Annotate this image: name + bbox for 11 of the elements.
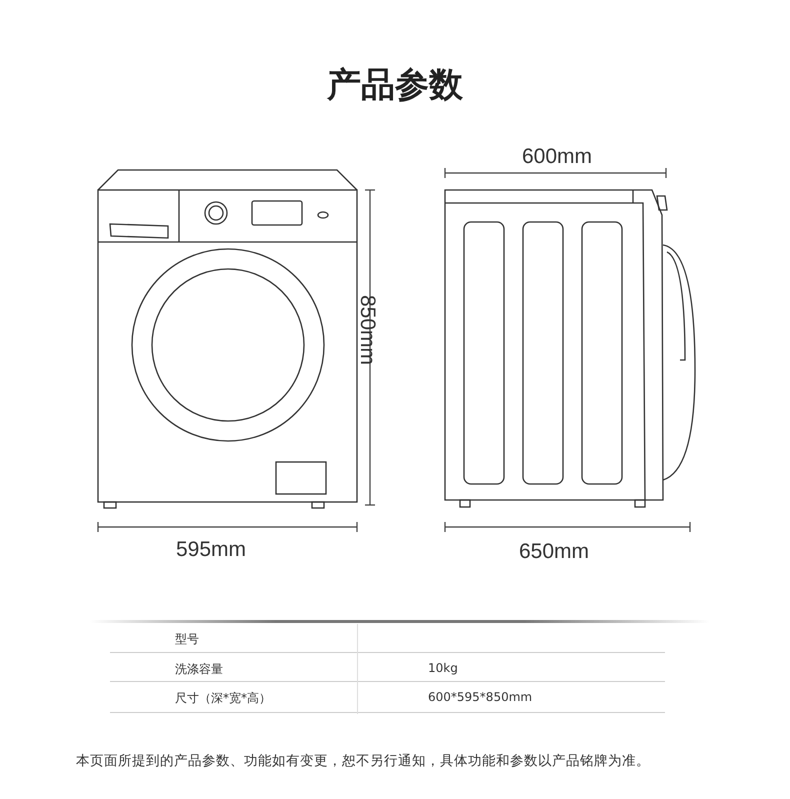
spec-name: 洗涤容量	[175, 661, 223, 678]
dimension-label: 600mm	[522, 145, 592, 169]
spec-value: 10kg	[428, 661, 458, 675]
page-title: 产品参数	[327, 64, 463, 107]
spec-value: 600*595*850mm	[428, 690, 532, 704]
dimension-label: 595mm	[176, 538, 246, 562]
dimension-label: 650mm	[519, 540, 590, 564]
spec-name: 型号	[175, 631, 199, 648]
disclaimer-note: 本页面所提到的产品参数、功能如有变更，恕不另行通知，具体功能和参数以产品铭牌为准。	[76, 752, 650, 770]
spec-name: 尺寸（深*宽*高）	[175, 690, 271, 707]
dimension-label: 850mm	[355, 294, 380, 366]
